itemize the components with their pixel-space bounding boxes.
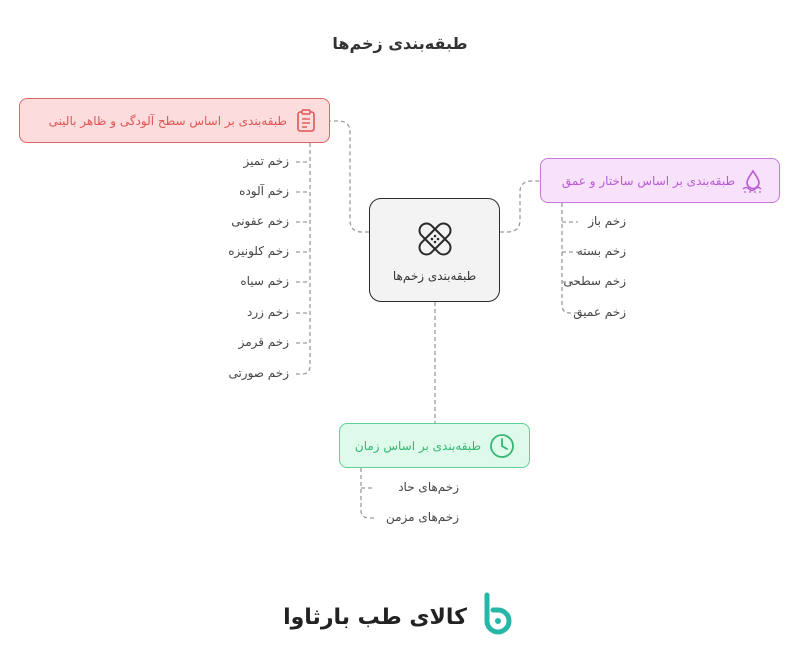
- connector-center-structure: [500, 180, 540, 233]
- branch-time: طبقه‌بندی بر اساس زمان: [339, 423, 530, 468]
- barsava-logo-icon: [477, 591, 517, 643]
- leaf-contamination-4: زخم کلونیزه: [228, 244, 289, 258]
- leaf-contamination-6: زخم زرد: [247, 305, 289, 319]
- center-node-label: طبقه‌بندی زخم‌ها: [392, 269, 477, 283]
- branch-structure: طبقه‌بندی بر اساس ساختار و عمق: [540, 158, 780, 203]
- footer-brand: کالای طب بارثاوا: [0, 592, 800, 642]
- leaf-contamination-1: زخم تمیز: [243, 154, 289, 168]
- branch-structure-label: طبقه‌بندی بر اساس ساختار و عمق: [561, 173, 735, 188]
- leaf-contamination-2: زخم آلوده: [239, 184, 289, 198]
- leaf-structure-4: زخم عمیق: [573, 305, 626, 319]
- leaf-contamination-8: زخم صورتی: [228, 366, 289, 380]
- spine-structure: [561, 203, 578, 314]
- leaf-contamination-5: زخم سیاه: [240, 274, 289, 288]
- footer-brand-name: کالای طب بارثاوا: [283, 604, 467, 630]
- center-node: طبقه‌بندی زخم‌ها: [369, 198, 500, 302]
- leaf-contamination-3: زخم عفونی: [231, 214, 289, 228]
- leaf-structure-1: زخم باز: [588, 214, 626, 228]
- bandage-icon: [413, 217, 457, 261]
- clock-icon: [489, 433, 515, 459]
- branch-contamination-label: طبقه‌بندی بر اساس سطح آلودگی و ظاهر بالی…: [48, 113, 287, 128]
- branch-time-label: طبقه‌بندی بر اساس زمان: [354, 438, 481, 453]
- leaf-time-1: زخم‌های حاد: [398, 480, 459, 494]
- leaf-time-2: زخم‌های مزمن: [385, 510, 459, 524]
- leaf-structure-2: زخم بسته: [576, 244, 626, 258]
- branch-contamination: طبقه‌بندی بر اساس سطح آلودگی و ظاهر بالی…: [19, 98, 330, 143]
- clipboard-icon: [295, 108, 317, 133]
- leaf-structure-3: زخم سطحی: [563, 274, 626, 288]
- leaf-contamination-7: زخم قرمز: [238, 335, 289, 349]
- connector-center-contamination: [330, 120, 369, 233]
- diagram-title: طبقه‌بندی زخم‌ها: [332, 34, 468, 53]
- spine-contamination: [296, 143, 311, 375]
- drop-wave-icon: [741, 168, 765, 193]
- spine-time: [360, 468, 375, 519]
